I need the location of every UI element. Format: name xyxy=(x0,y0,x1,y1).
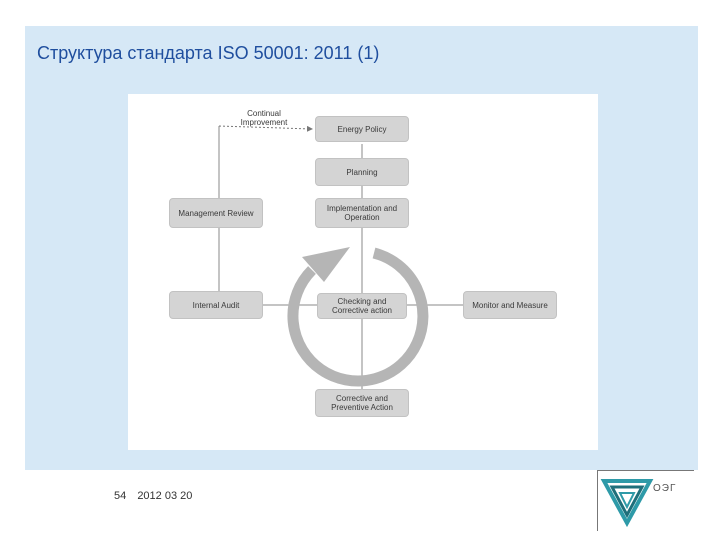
slide-footer: 54 2012 03 20 xyxy=(114,490,200,502)
monitor-measure-box: Monitor and Measure xyxy=(463,291,557,319)
management-review-box: Management Review xyxy=(169,198,263,228)
logo-triangle-icon xyxy=(600,479,654,528)
cycle-arrow-head xyxy=(302,247,350,282)
implementation-box: Implementation and Operation xyxy=(315,198,409,228)
planning-box: Planning xyxy=(315,158,409,186)
oeg-logo: ОЭГ xyxy=(597,470,694,531)
logo-text: ОЭГ xyxy=(653,483,677,494)
checking-corrective-box: Checking and Corrective action xyxy=(317,293,407,319)
internal-audit-box: Internal Audit xyxy=(169,291,263,319)
continual-improvement-arrow xyxy=(218,125,313,132)
continual-improvement-label: Continual Improvement xyxy=(240,109,288,127)
pdca-diagram: Continual Improvement Energy Policy Plan… xyxy=(128,94,598,450)
energy-policy-box: Energy Policy xyxy=(315,116,409,142)
page-number: 54 xyxy=(114,490,127,502)
slide-title: Структура стандарта ISO 50001: 2011 (1) xyxy=(37,43,380,63)
cycle-arrow-arc xyxy=(287,247,429,387)
corrective-preventive-box: Corrective and Preventive Action xyxy=(315,389,409,417)
slide-date: 2012 03 20 xyxy=(137,490,193,502)
